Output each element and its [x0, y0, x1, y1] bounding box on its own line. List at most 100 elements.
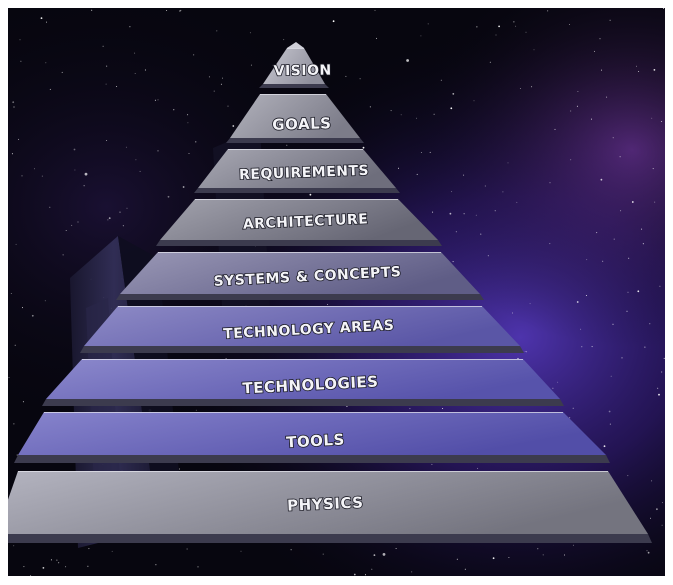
star: [564, 554, 565, 556]
tier-label: VISION: [274, 62, 332, 79]
star: [613, 238, 615, 240]
tier-edge: [116, 294, 484, 300]
star: [62, 254, 64, 256]
star: [286, 144, 288, 146]
star: [661, 524, 663, 526]
tier-edge: [194, 188, 400, 193]
star: [554, 128, 556, 130]
star: [487, 255, 489, 257]
star: [570, 159, 572, 161]
star: [502, 191, 504, 193]
star: [332, 20, 335, 23]
star: [652, 168, 654, 170]
tier-edge: [259, 84, 329, 88]
star: [129, 26, 131, 28]
star: [651, 480, 653, 482]
star: [531, 86, 533, 88]
star: [637, 290, 640, 293]
star: [636, 65, 637, 67]
star: [659, 285, 661, 287]
pyramid-apex-tip: [287, 42, 304, 48]
star: [220, 83, 222, 85]
tier-face: [230, 94, 360, 138]
star: [197, 566, 199, 568]
star: [359, 78, 361, 80]
star: [290, 549, 292, 551]
star: [455, 231, 457, 233]
star: [480, 233, 482, 235]
star: [463, 174, 465, 176]
star: [20, 60, 22, 62]
star: [628, 257, 630, 259]
star: [84, 172, 88, 176]
star: [409, 408, 411, 410]
star: [464, 568, 466, 570]
star: [585, 295, 587, 296]
star: [606, 96, 608, 98]
star: [73, 148, 76, 151]
star: [353, 573, 356, 576]
pyramid-tier: ARCHITECTURE: [156, 199, 442, 246]
star: [612, 323, 614, 325]
star: [489, 61, 491, 63]
tier-label: REQUIREMENTS: [239, 163, 369, 184]
star: [34, 168, 35, 170]
star: [433, 113, 435, 115]
star: [653, 69, 656, 71]
star: [651, 117, 653, 119]
star: [16, 454, 18, 456]
star: [440, 79, 442, 81]
star: [619, 156, 621, 158]
star: [612, 137, 614, 139]
star: [656, 508, 658, 511]
star: [111, 550, 113, 552]
star: [411, 571, 413, 573]
star: [600, 178, 603, 181]
star: [187, 122, 189, 124]
star: [596, 232, 598, 234]
star: [484, 185, 486, 187]
star: [374, 9, 376, 11]
star: [576, 301, 579, 303]
star: [134, 73, 136, 74]
star: [40, 17, 43, 19]
star: [477, 467, 479, 469]
star: [157, 99, 159, 101]
star: [154, 99, 156, 101]
star: [398, 167, 399, 169]
star: [609, 19, 611, 21]
star: [508, 557, 510, 558]
star: [122, 225, 124, 227]
star: [71, 224, 73, 226]
star: [599, 38, 601, 40]
star: [88, 548, 90, 550]
star: [195, 141, 197, 143]
tier-edge: [226, 138, 364, 143]
star: [208, 76, 210, 78]
star: [107, 219, 109, 221]
star: [65, 230, 67, 231]
star: [569, 24, 570, 25]
star: [576, 105, 578, 107]
star: [515, 25, 517, 27]
tier-label: ARCHITECTURE: [243, 211, 369, 232]
star: [557, 381, 559, 383]
star: [644, 346, 646, 348]
star: [451, 191, 453, 193]
tier-edge: [156, 240, 442, 246]
star: [12, 101, 15, 104]
star: [327, 304, 329, 305]
star: [345, 75, 347, 77]
tier-edge: [8, 534, 652, 543]
star: [602, 260, 604, 262]
star: [22, 401, 24, 403]
star: [658, 393, 660, 396]
star: [22, 307, 23, 309]
star: [102, 45, 104, 47]
star: [525, 31, 527, 33]
pyramid-tier: TECHNOLOGIES: [42, 359, 564, 406]
star: [603, 445, 606, 448]
star: [519, 88, 521, 89]
star: [58, 562, 60, 564]
star: [322, 553, 324, 555]
